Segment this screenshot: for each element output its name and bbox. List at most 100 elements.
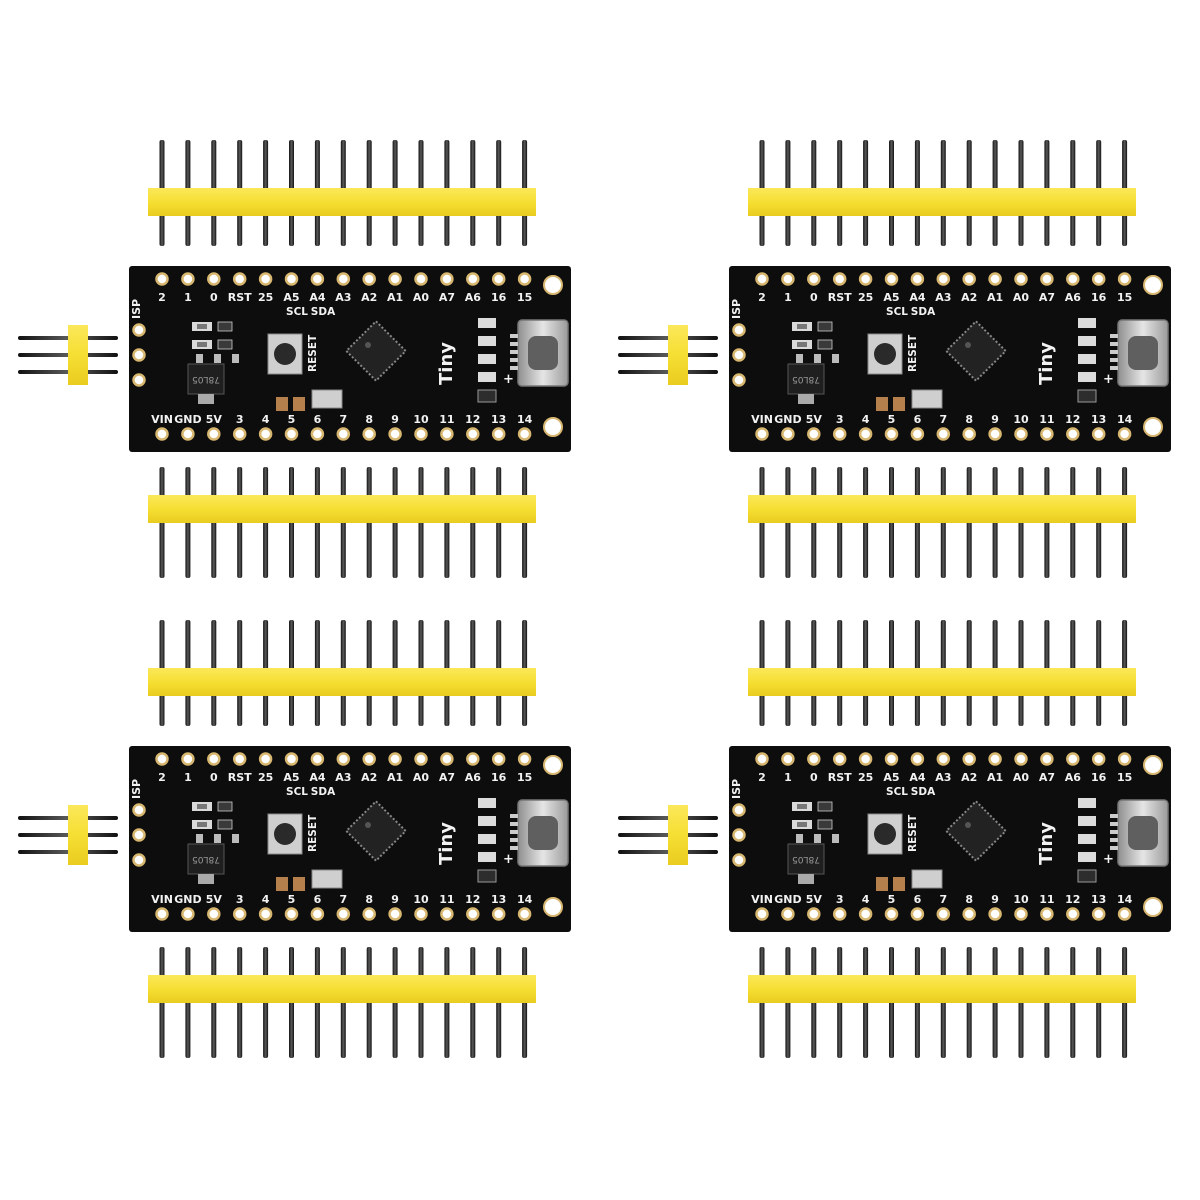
pad bbox=[388, 907, 402, 921]
scl-label: SCL bbox=[286, 306, 308, 318]
pin-label: 2 bbox=[158, 771, 166, 784]
pad bbox=[310, 907, 325, 921]
pin-label: A6 bbox=[465, 771, 482, 784]
pad bbox=[258, 907, 273, 921]
regulator-label: 78L05 bbox=[792, 374, 820, 384]
usb-lead bbox=[1110, 342, 1118, 346]
pad bbox=[414, 907, 428, 921]
resistor bbox=[217, 801, 233, 812]
pin-label: 9 bbox=[991, 413, 999, 426]
pad bbox=[832, 752, 847, 766]
pin-label: 5 bbox=[888, 893, 896, 906]
pin-label: A0 bbox=[1013, 291, 1030, 304]
pin-label: 0 bbox=[210, 771, 218, 784]
usb-lead bbox=[1110, 358, 1118, 362]
mounting-hole bbox=[1143, 275, 1163, 295]
pin-label: 5 bbox=[288, 413, 296, 426]
pad bbox=[962, 907, 976, 921]
isp-header bbox=[18, 325, 118, 385]
chip-dot bbox=[365, 342, 371, 348]
pin-label: A3 bbox=[335, 291, 351, 304]
pin-label: 10 bbox=[413, 893, 429, 906]
pad bbox=[755, 427, 769, 441]
upper-pin-header bbox=[748, 140, 1136, 246]
smd-component bbox=[1078, 372, 1096, 382]
pin-label: RST bbox=[828, 291, 852, 304]
smd-component bbox=[1078, 852, 1096, 862]
pin-label: 25 bbox=[258, 771, 273, 784]
reset-label: RESET bbox=[307, 334, 319, 372]
regulator-lead bbox=[814, 834, 821, 843]
regulator-tab bbox=[798, 874, 814, 884]
pad bbox=[1066, 427, 1080, 441]
isp-pad bbox=[132, 323, 146, 337]
pin-label: 10 bbox=[1013, 413, 1029, 426]
reset-button-cap bbox=[874, 823, 896, 845]
pin-label: A5 bbox=[883, 771, 899, 784]
pad bbox=[336, 427, 351, 441]
isp-pad bbox=[132, 348, 146, 362]
pad bbox=[414, 272, 428, 286]
smd-component bbox=[1078, 816, 1096, 826]
led-lens bbox=[197, 804, 207, 809]
mounting-hole bbox=[1143, 417, 1163, 437]
pin-label: RST bbox=[228, 771, 252, 784]
chip-dot bbox=[365, 822, 371, 828]
pad bbox=[1014, 752, 1028, 766]
pin-label: 14 bbox=[1117, 893, 1133, 906]
pad bbox=[155, 752, 169, 766]
pin-label: 16 bbox=[1091, 771, 1107, 784]
usb-lead bbox=[510, 366, 518, 370]
header-plastic-strip bbox=[748, 668, 1136, 696]
pin-label: 2 bbox=[158, 291, 166, 304]
voltage-regulator bbox=[787, 363, 825, 395]
pad bbox=[310, 272, 325, 286]
smd-component bbox=[478, 816, 496, 826]
regulator-lead bbox=[796, 354, 803, 363]
regulator-label: 78L05 bbox=[192, 854, 220, 864]
usb-lead bbox=[510, 814, 518, 818]
pad bbox=[832, 272, 847, 286]
pin-label: A0 bbox=[413, 291, 430, 304]
pad bbox=[781, 752, 795, 766]
diode bbox=[1077, 869, 1097, 883]
usb-port-opening bbox=[528, 336, 558, 370]
pad bbox=[232, 272, 247, 286]
pad bbox=[336, 907, 351, 921]
usb-lead bbox=[1110, 366, 1118, 370]
pad bbox=[884, 272, 899, 286]
pin-label: 1 bbox=[184, 291, 192, 304]
upper-pin-header bbox=[148, 140, 536, 246]
pad bbox=[440, 427, 454, 441]
pad bbox=[362, 752, 376, 766]
header-plastic-strip bbox=[748, 188, 1136, 216]
pad bbox=[1091, 907, 1106, 921]
pin-label: 7 bbox=[339, 413, 347, 426]
pad bbox=[1091, 752, 1106, 766]
isp-pad bbox=[732, 348, 746, 362]
isp-label: ISP bbox=[130, 779, 143, 799]
smd-component bbox=[1078, 318, 1096, 328]
smd-component bbox=[478, 336, 496, 346]
pin-label: 13 bbox=[1091, 413, 1106, 426]
led-lens bbox=[797, 804, 807, 809]
plus-label: + bbox=[503, 852, 514, 867]
smd-component bbox=[478, 834, 496, 844]
pad bbox=[207, 907, 221, 921]
regulator-tab bbox=[198, 394, 214, 404]
capacitor bbox=[893, 877, 905, 891]
pad bbox=[1117, 907, 1132, 921]
pad bbox=[781, 427, 795, 441]
capacitor bbox=[276, 397, 288, 411]
pad bbox=[362, 907, 376, 921]
pad bbox=[155, 907, 169, 921]
usb-lead bbox=[1110, 814, 1118, 818]
capacitor bbox=[276, 877, 288, 891]
pin-label: 25 bbox=[858, 291, 873, 304]
plus-label: + bbox=[1103, 852, 1114, 867]
pin-label: 16 bbox=[491, 291, 507, 304]
isp-header bbox=[18, 805, 118, 865]
isp-label: ISP bbox=[130, 299, 143, 319]
